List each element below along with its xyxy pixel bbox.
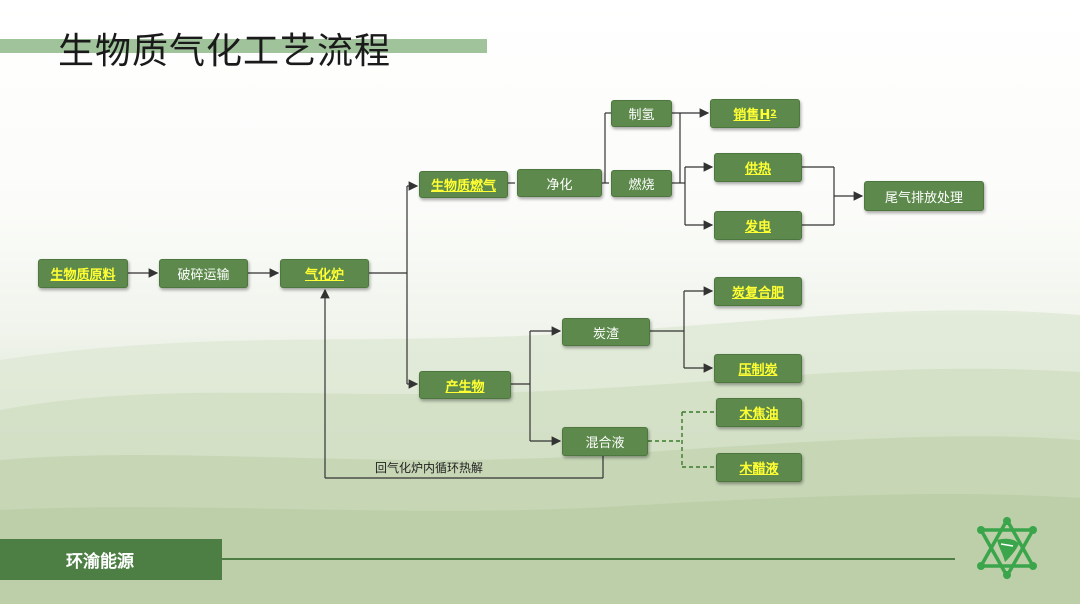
node-mixed-liquid: 混合液 xyxy=(562,427,648,456)
node-gasifier: 气化炉 xyxy=(280,259,369,288)
node-combustion: 燃烧 xyxy=(611,170,672,197)
node-wood-tar: 木焦油 xyxy=(716,398,802,427)
node-char-fertilizer: 炭复合肥 xyxy=(714,277,802,306)
node-biomass-gas: 生物质燃气 xyxy=(419,171,508,198)
footer-bar: 环渝能源 xyxy=(0,539,222,580)
node-hydrogen: 制氢 xyxy=(611,100,672,127)
node-heat-supply: 供热 xyxy=(714,153,802,182)
node-crush-transport: 破碎运输 xyxy=(159,259,248,288)
node-combustion-label: 燃烧 xyxy=(628,178,655,193)
node-byproduct: 产生物 xyxy=(419,371,511,399)
node-char-residue-label: 炭渣 xyxy=(592,326,619,342)
node-sell-hydrogen-subscript: 2 xyxy=(770,108,777,119)
node-raw-material-label: 生物质原料 xyxy=(50,268,116,283)
footer-divider xyxy=(222,558,955,560)
node-hydrogen-label: 制氢 xyxy=(628,108,655,123)
node-wood-vinegar: 木醋液 xyxy=(716,453,802,482)
logo-icon xyxy=(977,516,1037,580)
node-power-gen: 发电 xyxy=(714,211,802,240)
node-exhaust-label: 尾气排放处理 xyxy=(884,190,963,206)
loop-label: 回气化炉内循环热解 xyxy=(375,461,484,475)
node-sell-hydrogen-label: 销售H xyxy=(733,108,771,123)
node-biomass-gas-label: 生物质燃气 xyxy=(430,179,496,194)
node-exhaust: 尾气排放处理 xyxy=(864,181,984,211)
node-mixed-liquid-label: 混合液 xyxy=(585,436,625,451)
node-wood-tar-label: 木焦油 xyxy=(739,407,779,422)
node-power-gen-label: 发电 xyxy=(744,220,771,235)
node-raw-material: 生物质原料 xyxy=(38,259,128,288)
node-crush-transport-label: 破碎运输 xyxy=(177,268,230,283)
node-byproduct-label: 产生物 xyxy=(445,379,485,395)
title-accent-bar xyxy=(0,39,487,53)
node-pressed-char-label: 压制炭 xyxy=(738,363,778,378)
page-title: 生物质气化工艺流程 xyxy=(58,31,392,72)
node-char-fertilizer-label: 炭复合肥 xyxy=(731,286,784,301)
node-gasifier-label: 气化炉 xyxy=(304,268,344,283)
node-pressed-char: 压制炭 xyxy=(714,354,802,383)
footer-brand: 环渝能源 xyxy=(66,552,134,572)
node-purify-label: 净化 xyxy=(546,177,573,193)
node-heat-supply-label: 供热 xyxy=(744,162,771,177)
node-char-residue: 炭渣 xyxy=(562,318,650,346)
node-purify: 净化 xyxy=(517,169,602,197)
node-wood-vinegar-label: 木醋液 xyxy=(739,462,779,477)
